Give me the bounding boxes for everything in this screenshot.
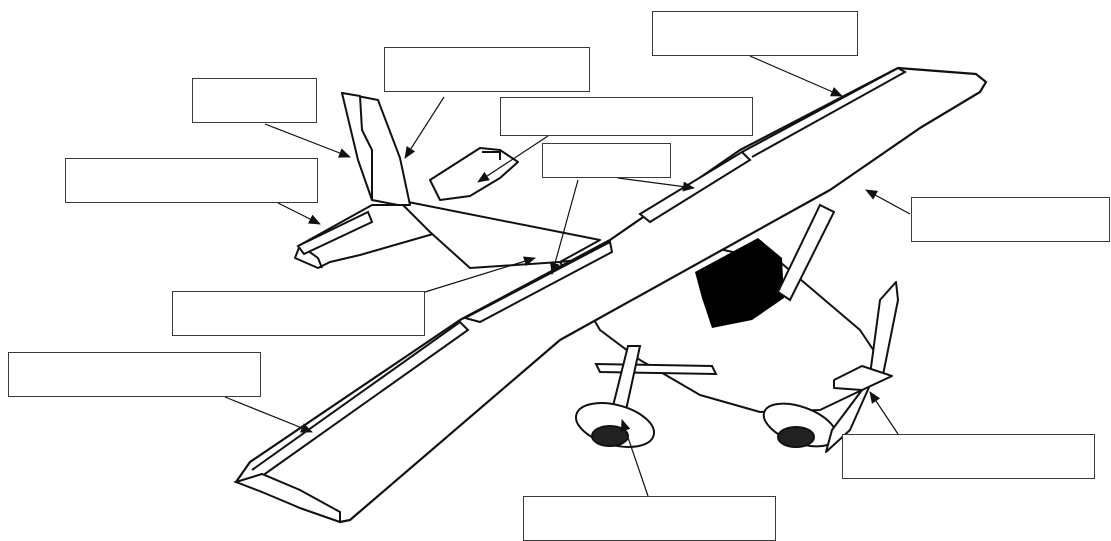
label-box-top-center[interactable]	[384, 47, 590, 92]
label-box-center-small[interactable]	[542, 143, 671, 178]
label-box-right-lower[interactable]	[842, 434, 1095, 479]
horizontal-stabilizer-far	[430, 148, 518, 200]
label-box-bottom-center[interactable]	[523, 496, 776, 541]
label-box-top-left-small[interactable]	[192, 78, 317, 123]
label-box-upper-center[interactable]	[500, 97, 753, 136]
label-box-left-lower[interactable]	[8, 352, 261, 397]
label-box-top-right[interactable]	[652, 11, 858, 56]
label-box-right-middle[interactable]	[911, 197, 1110, 242]
label-box-left-middle[interactable]	[172, 291, 425, 336]
label-box-left-upper[interactable]	[65, 158, 318, 203]
